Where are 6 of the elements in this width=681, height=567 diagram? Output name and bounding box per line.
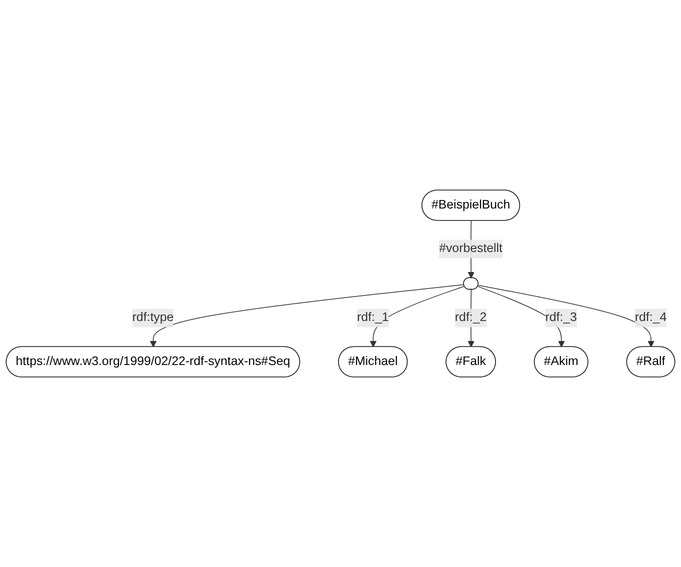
edge-label: rdf:_4 <box>634 311 667 324</box>
edge-label: rdf:type <box>132 311 174 324</box>
edge-label: rdf:_2 <box>454 311 487 324</box>
edge-label: rdf:_1 <box>357 311 389 324</box>
edge-label: rdf:_3 <box>545 311 577 324</box>
edge-label: #vorbestellt <box>439 242 503 256</box>
